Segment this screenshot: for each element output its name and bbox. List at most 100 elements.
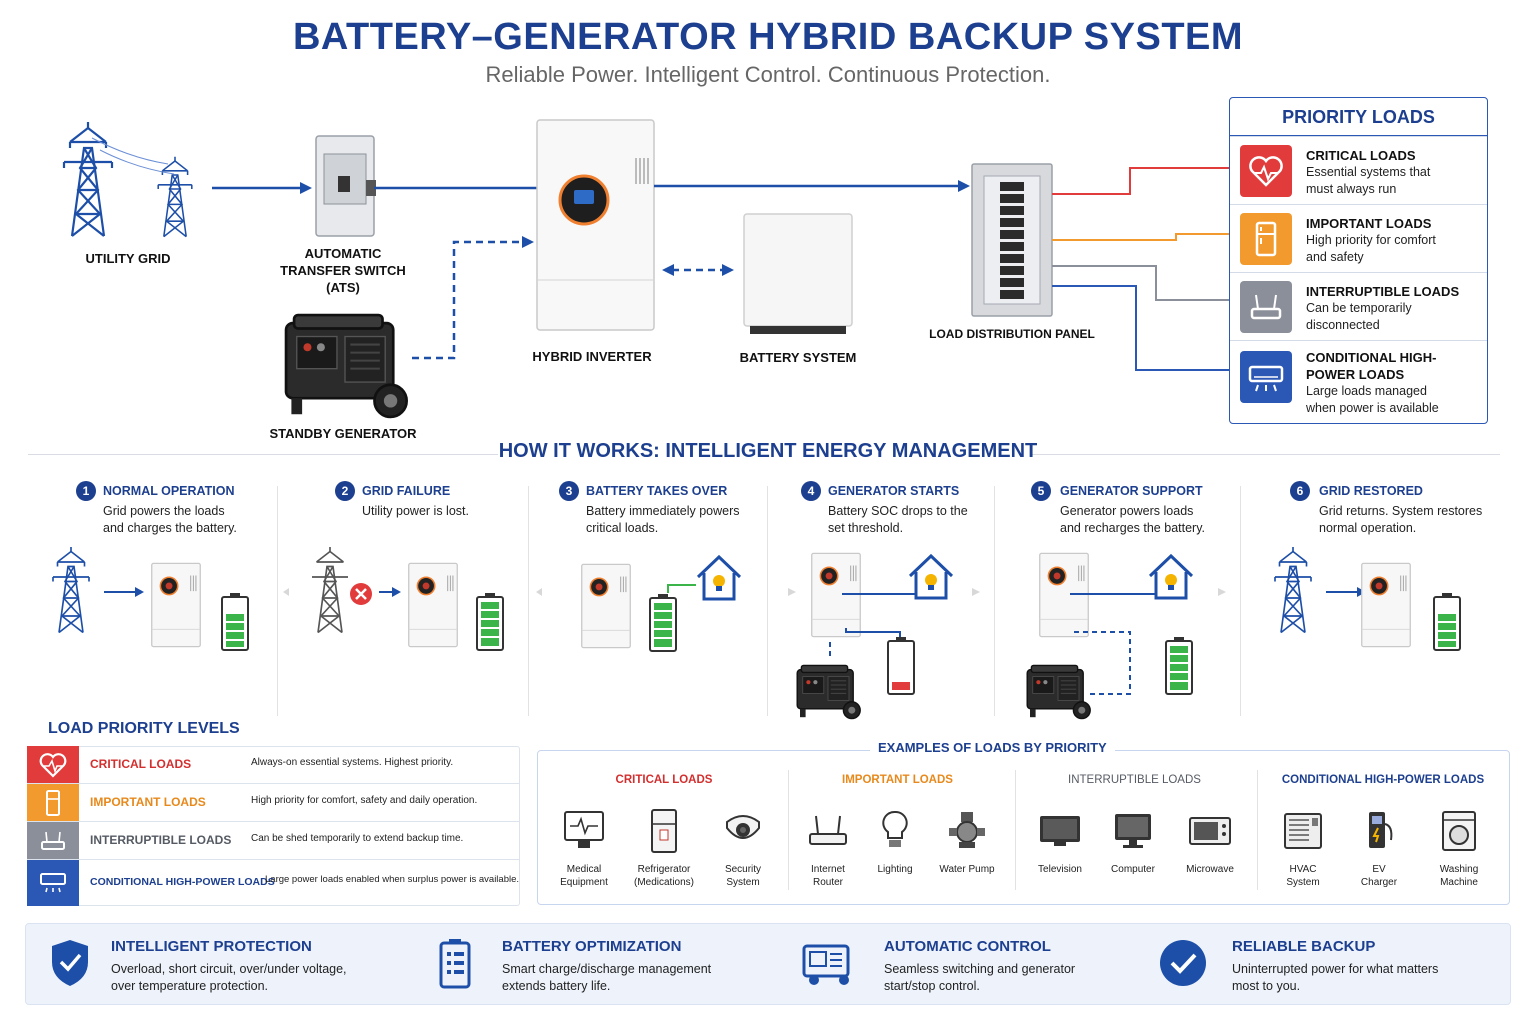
battery-list-icon [439,939,471,989]
load-distribution-panel-label: LOAD DISTRIBUTION PANEL [929,327,1095,341]
house-icon [1148,554,1194,600]
page-title: BATTERY–GENERATOR HYBRID BACKUP SYSTEM [292,16,1244,58]
example-television: Television [1023,808,1097,876]
how-divider-right [1030,454,1500,455]
step-6-title: GRID RESTORED [1319,484,1423,498]
system-diagram [62,119,1230,419]
step-5-number: 5 [1031,481,1051,501]
light-bulb-icon [882,810,908,847]
example-water-pump: Water Pump [930,808,1004,876]
step-2-number: 2 [335,481,355,501]
grid-tower-gray-icon [311,546,349,634]
step-4-number: 4 [801,481,821,501]
water-pump-icon [949,812,985,848]
step-3-title: BATTERY TAKES OVER [586,484,728,498]
battery-icon [476,592,504,651]
air-conditioner-icon [27,860,79,906]
how-it-works-title: HOW IT WORKS: INTELLIGENT ENERGY MANAGEM… [498,440,1038,462]
load-priority-levels-title: LOAD PRIORITY LEVELS [48,720,240,737]
hybrid-inverter-label: HYBRID INVERTER [532,349,652,364]
feature-intelligent-protection: INTELLIGENT PROTECTION Overload, short c… [111,938,347,993]
battery-icon [649,593,677,652]
battery-icon [1433,592,1461,651]
washing-machine-icon [1442,811,1476,851]
shield-check-icon [52,940,88,986]
interruptible-load-line [1052,265,1230,301]
step-3-number: 3 [559,481,579,501]
example-computer: Computer [1096,808,1170,876]
router-icon [1240,281,1292,333]
router-icon [27,822,79,859]
utility-grid-label: UTILITY GRID [85,251,171,266]
battery-icon [221,592,249,651]
hybrid-inverter-icon [536,119,655,331]
ats-switch-icon [315,135,376,237]
grid-tower-icon [1274,546,1312,634]
priority-item-important: IMPORTANT LOADS High priority for comfor… [1230,204,1487,272]
router-icon [809,815,847,845]
example-category-important: IMPORTANT LOADS [842,774,953,786]
critical-load-line [1052,167,1230,195]
battery-system-label: BATTERY SYSTEM [739,350,857,365]
load-distribution-panel-icon [971,163,1053,317]
feature-automatic-control: AUTOMATIC CONTROL Seamless switching and… [884,938,1076,993]
inverter-icon [407,562,459,648]
priority-loads-title: PRIORITY LOADS [1230,98,1487,136]
example-category-interruptible: INTERRUPTIBLE LOADS [1068,774,1201,786]
example-microwave: Microwave [1173,808,1247,876]
security-camera-icon [726,815,760,839]
utility-grid-tower-icon [62,120,114,238]
priority-level-important: IMPORTANT LOADS High priority for comfor… [27,784,520,822]
priority-loads-panel: PRIORITY LOADS CRITICAL LOADS Essential … [1229,97,1488,424]
priority-level-critical: CRITICAL LOADS Always-on essential syste… [27,746,520,784]
step-1-title: NORMAL OPERATION [103,484,235,498]
step-3-illustration [536,555,742,652]
house-icon [696,555,742,601]
step-5-title: GENERATOR SUPPORT [1060,484,1203,498]
examples-title: EXAMPLES OF LOADS BY PRIORITY [870,740,1115,755]
step-2-title: GRID FAILURE [362,484,451,498]
step-4-illustration [788,552,980,720]
inverter-icon [1360,562,1412,648]
inverter-icon [580,563,632,649]
priority-item-conditional: CONDITIONAL HIGH-POWER LOADS Large loads… [1230,340,1487,424]
features-bar [25,923,1511,1005]
check-circle-icon [1160,940,1206,986]
standby-generator-label: STANDBY GENERATOR [269,426,417,441]
battery-low-icon [887,636,915,695]
example-category-conditional: CONDITIONAL HIGH-POWER LOADS [1281,774,1485,786]
priority-level-conditional: CONDITIONAL HIGH-POWER LOADS Large power… [27,860,520,906]
priority-level-interruptible: INTERRUPTIBLE LOADS Can be shed temporar… [27,822,520,860]
ats-label: AUTOMATIC TRANSFER SWITCH (ATS) [280,246,406,295]
house-icon [908,554,954,600]
computer-icon [1115,814,1151,848]
important-load-line [1052,233,1230,241]
page-subtitle: Reliable Power. Intelligent Control. Con… [485,62,1051,87]
standby-generator-icon [284,313,408,419]
how-divider-left [28,454,498,455]
ev-charger-icon [1369,812,1393,848]
step-6-illustration [1274,546,1461,651]
grid-tower-icon [52,546,90,634]
example-category-critical: CRITICAL LOADS [615,774,713,786]
heart-pulse-icon [1240,145,1292,197]
refrigerator-icon [1240,213,1292,265]
feature-battery-optimization: BATTERY OPTIMIZATION Smart charge/discha… [502,938,712,993]
generator-to-inverter-line [412,240,524,360]
feature-reliable-backup: RELIABLE BACKUP Uninterrupted power for … [1232,938,1439,993]
hvac-unit-icon [1284,813,1322,849]
microwave-icon [1189,817,1231,845]
generator-icon [802,944,850,985]
refrigerator-icon [651,809,677,853]
